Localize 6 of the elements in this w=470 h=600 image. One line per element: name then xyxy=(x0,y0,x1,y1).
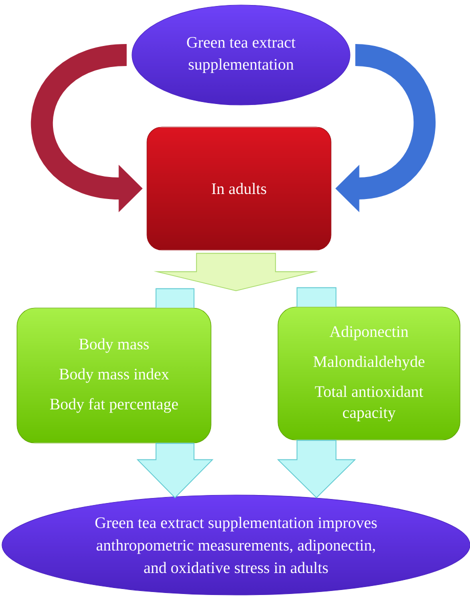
block-arrow xyxy=(154,252,318,292)
block-arrow xyxy=(277,287,356,498)
rounded-box: In adults xyxy=(146,126,332,250)
rounded-box: Body mass Body mass index Body fat percentage xyxy=(16,308,212,444)
rounded-box: Adiponectin Malondialdehyde Total antioxidant capacity xyxy=(278,306,460,440)
block-arrow xyxy=(136,288,214,498)
